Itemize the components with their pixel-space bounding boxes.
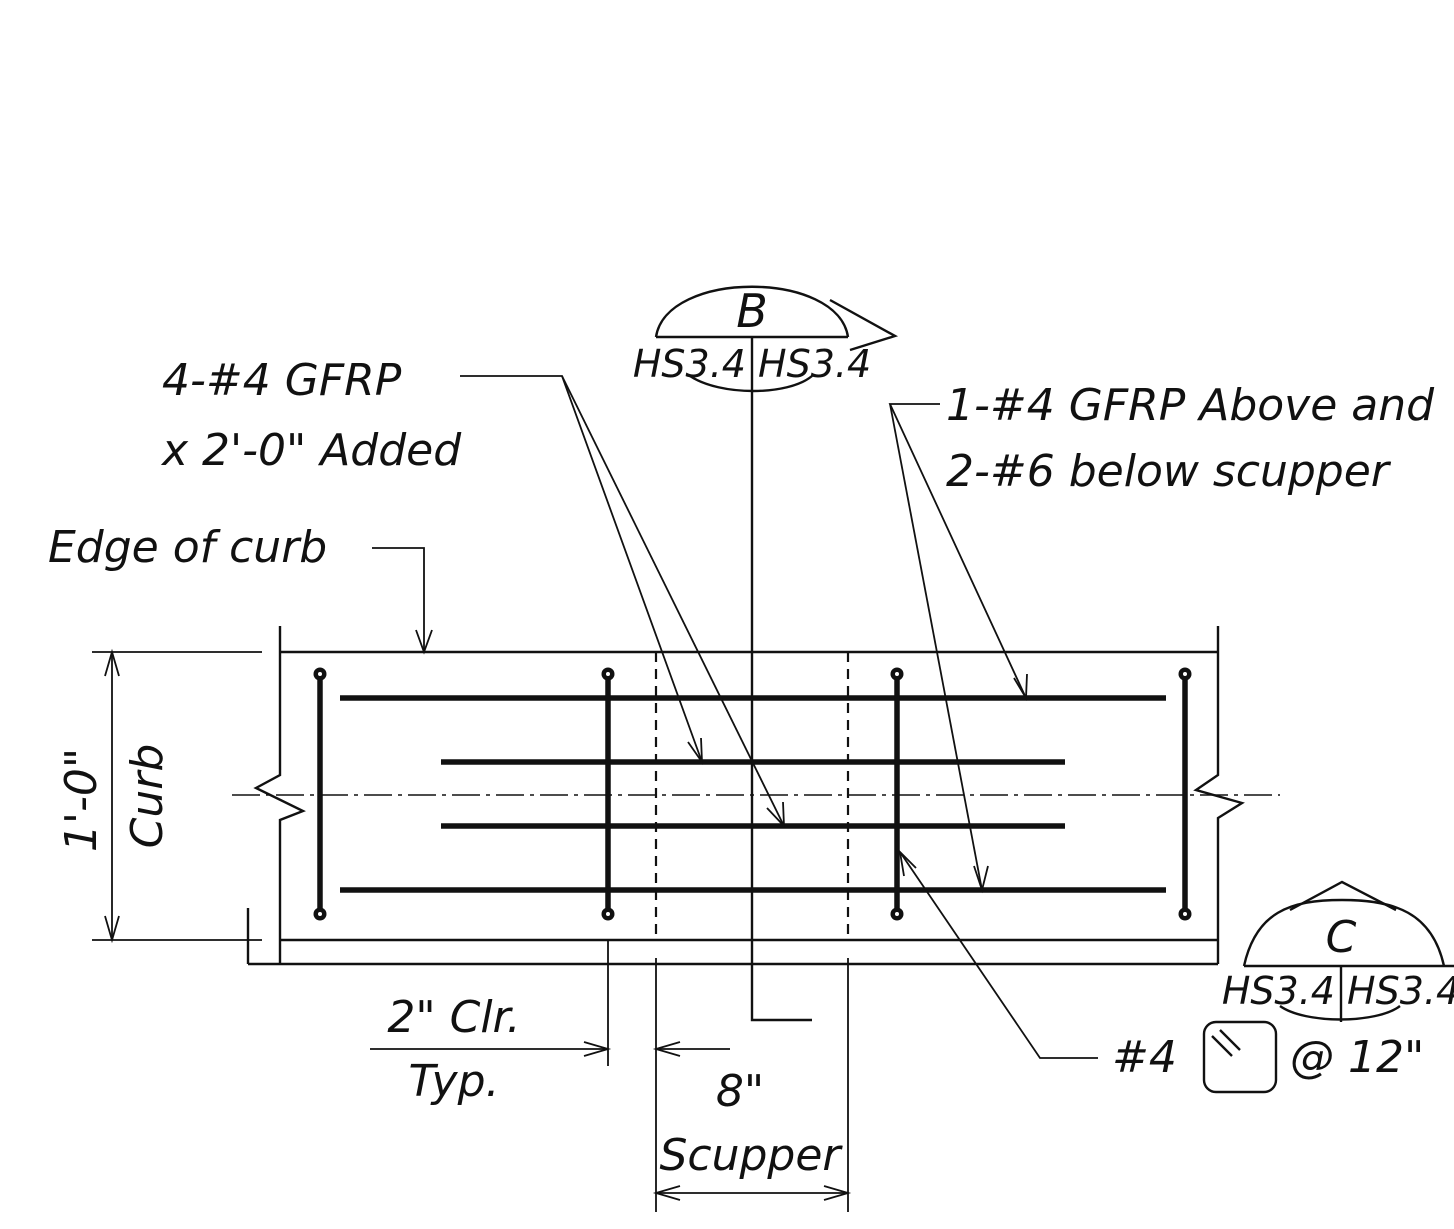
height-label: Curb [122,744,173,849]
edge-of-curb-callout: Edge of curb [48,522,433,655]
section-b-right-sheet: HS3.4 [758,342,871,386]
added-bars-leader-1 [460,375,703,763]
added-bars-label-line1: 4-#4 GFRP [162,355,402,406]
clear-cover-label-line1: 2" Clr. [387,992,520,1043]
scupper-width-label: Scupper [659,1130,843,1181]
stirrup-4 [1178,667,1192,921]
clear-cover-dimension: 2" Clr. Typ. [370,940,730,1107]
stirrup-leader [899,851,1098,1059]
section-c-letter: C [1326,912,1357,963]
section-b-left-sheet: HS3.4 [633,342,746,386]
clear-cover-label-line2: Typ. [408,1056,499,1107]
stirrup-spacing-label: @ 12" [1290,1032,1424,1083]
stirrup-callout: #4 @ 12" [898,849,1424,1094]
scupper-bars-label-line1: 1-#4 GFRP Above and [946,380,1435,431]
scupper-width-value: 8" [716,1066,764,1117]
scupper-bars-label-line2: 2-#6 below scupper [946,446,1392,497]
section-c-callout: C HS3.4 HS3.4 [1222,880,1454,1022]
edge-of-curb-label: Edge of curb [48,522,327,573]
left-break-line [253,626,306,964]
section-c-right-sheet: HS3.4 [1347,969,1454,1013]
added-bars-leader-2 [561,375,785,827]
section-b-letter: B [736,284,768,338]
section-b-cut-line [750,396,812,1022]
added-bars-callout: 4-#4 GFRP x 2'-0" Added [160,355,785,829]
stirrup-1 [313,667,327,921]
height-value: 1'-0" [56,748,107,852]
section-c-left-sheet: HS3.4 [1222,969,1335,1013]
stirrup-bar-label: #4 [1112,1032,1177,1083]
edge-of-curb-leader [372,547,425,652]
added-bars-label-line2: x 2'-0" Added [160,425,462,476]
scupper-bars-leader-2 [889,403,983,891]
stirrups [313,667,1192,921]
curb-outline [232,626,1280,966]
section-b-callout: B HS3.4 HS3.4 [633,284,899,1022]
scupper-width-dimension: 8" Scupper [652,1066,852,1201]
stirrup-3 [890,667,904,921]
scupper-bars-callout: 1-#4 GFRP Above and 2-#6 below scupper [888,380,1435,894]
height-dimension: 1'-0" Curb [56,648,262,944]
stirrup-2 [601,667,615,921]
right-break-line [1193,626,1245,964]
stirrup-shape-icon [1202,1020,1278,1094]
